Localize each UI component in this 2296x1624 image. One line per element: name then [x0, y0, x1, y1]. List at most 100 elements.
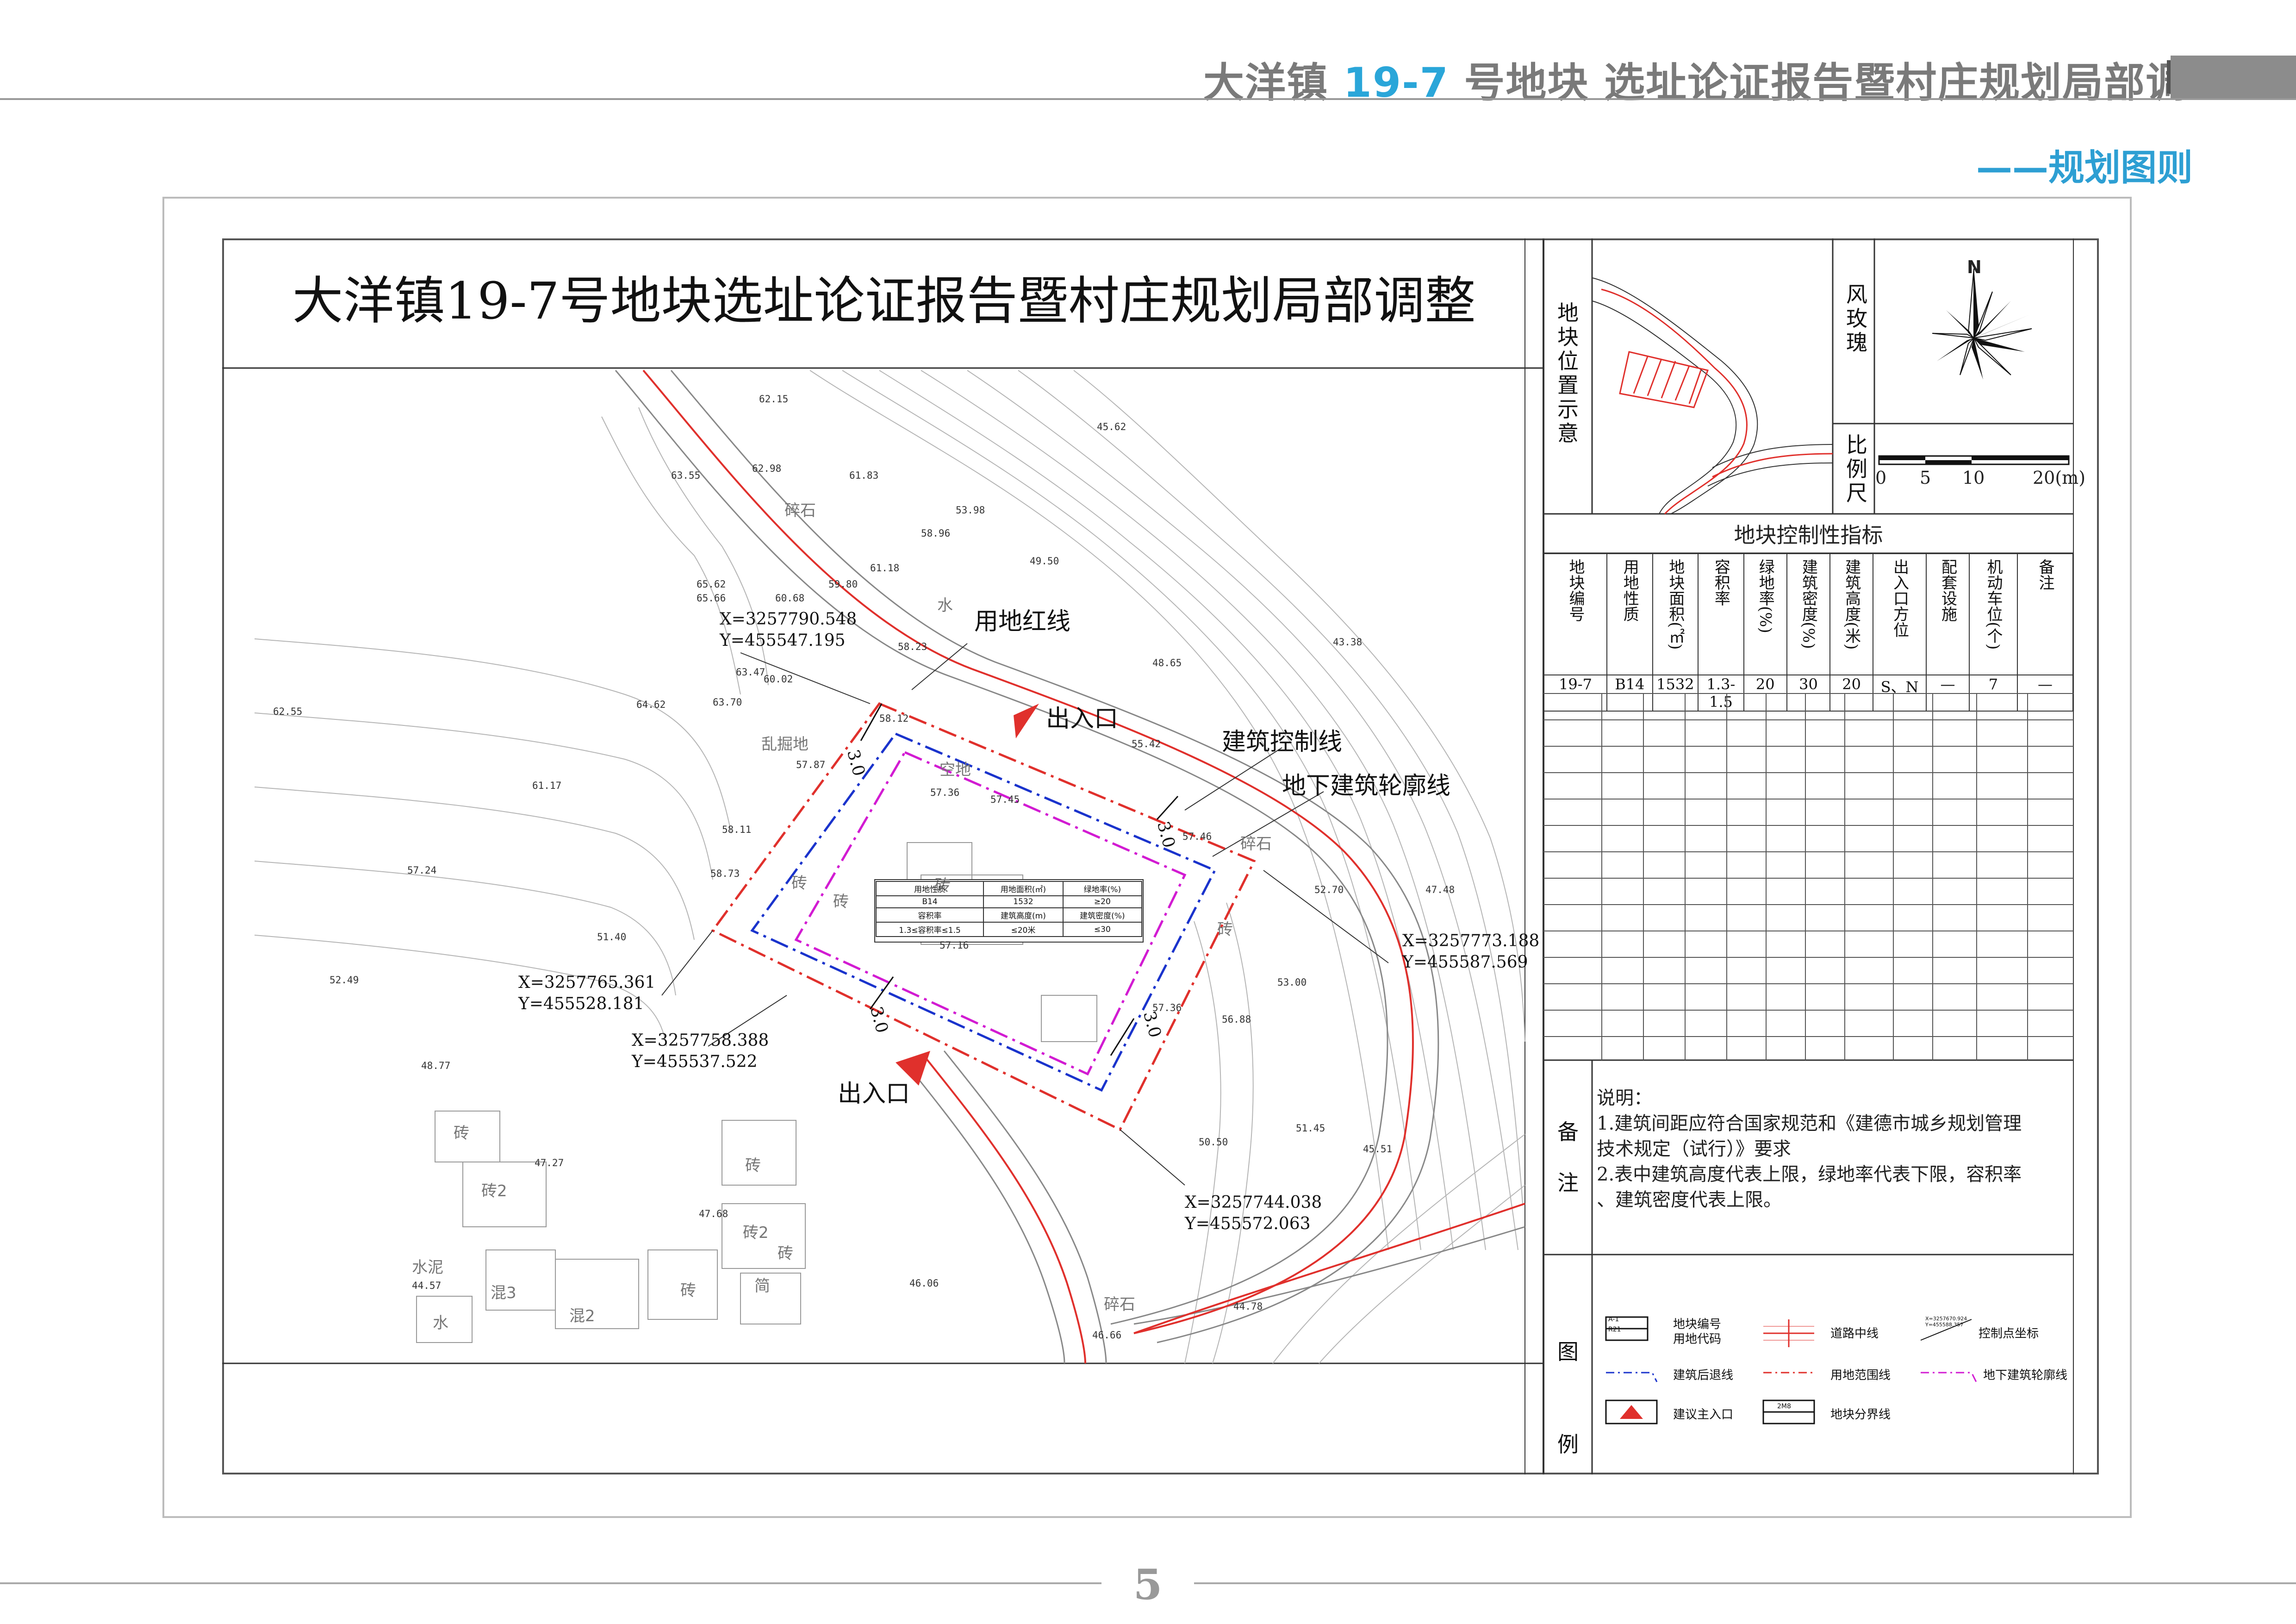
index-column-header: 机动车位(个) — [1969, 553, 2018, 675]
wind-rose — [1932, 268, 2032, 380]
terrain-label: 砖 — [778, 1244, 793, 1263]
index-column-header: 地块编号 — [1543, 553, 1608, 675]
contour-lines — [254, 370, 1525, 1364]
legend-control-point: 控制点坐标 — [1979, 1327, 2039, 1341]
elevation-point-label: 65.62 — [697, 579, 726, 590]
empty-row-line — [1543, 878, 2073, 879]
elevation-point-label: 55.42 — [1132, 738, 1161, 750]
header-accent-bar — [2171, 56, 2296, 98]
elevation-point-label: 62.98 — [752, 463, 782, 474]
label-entrance-top: 出入口 — [1046, 705, 1119, 733]
terrain-label: 碎石 — [1240, 835, 1272, 853]
notes-label: 备注 — [1557, 1119, 1579, 1195]
terrain-label: 砖 — [680, 1281, 696, 1300]
elevation-point-label: 64.62 — [636, 699, 666, 710]
empty-col-line — [1976, 693, 1977, 1060]
terrain-label: 碎石 — [784, 501, 816, 520]
elevation-point-label: 57.46 — [1182, 831, 1212, 842]
building-control-line — [750, 732, 1217, 1092]
legend-site-boundary: 用地范围线 — [1830, 1368, 1891, 1382]
panel-rules — [1543, 238, 2073, 1474]
label-red-line: 用地红线 — [974, 608, 1071, 636]
road-centerline — [642, 369, 1414, 1334]
elevation-point-label: 58.12 — [879, 713, 909, 724]
empty-col-line — [1643, 693, 1644, 1060]
empty-row-line — [1543, 983, 2073, 984]
sheet-outer-frame — [162, 197, 2132, 1518]
elevation-point-label: 57.45 — [990, 794, 1020, 805]
legend-divider-code: 2M8 — [1777, 1403, 1791, 1410]
elevation-point-label: 61.18 — [870, 562, 900, 574]
elevation-point-label: 45.62 — [1097, 421, 1126, 432]
scale-tick: 20(m) — [2033, 468, 2086, 488]
index-column-header: 建筑高度(米) — [1829, 553, 1874, 675]
entrance-marker-top — [1014, 704, 1039, 738]
empty-col-line — [1893, 693, 1894, 1060]
elevation-point-label: 57.24 — [407, 865, 437, 876]
elevation-point-label: 58.23 — [898, 641, 927, 652]
elevation-point-label: 57.36 — [1152, 1002, 1182, 1013]
section-subtitle: ——规划图则 — [1976, 147, 2193, 189]
terrain-label: 乱掘地 — [761, 735, 809, 754]
elevation-point-label: 47.48 — [1425, 884, 1455, 895]
legend-road-centerline: 道路中线 — [1830, 1327, 1879, 1341]
entrance-marker-bottom — [896, 1051, 930, 1086]
terrain-label: 砖2 — [743, 1224, 769, 1242]
label-build-control: 建筑控制线 — [1222, 728, 1343, 756]
empty-row-line — [1543, 772, 2073, 773]
legend-label: 图例 — [1557, 1339, 1579, 1457]
empty-row-line — [1543, 851, 2073, 852]
elevation-point-label: 50.50 — [1199, 1137, 1228, 1148]
scale-tick: 0 — [1875, 468, 1887, 488]
index-column-header: 容积率 — [1698, 553, 1744, 675]
elevation-point-label: 49.50 — [1030, 556, 1059, 567]
elevation-point-label: 45.51 — [1363, 1143, 1393, 1155]
empty-col-line — [2027, 693, 2028, 1060]
elevation-point-label: 61.17 — [532, 780, 562, 791]
scale-bar — [1878, 455, 2070, 465]
scale-tick: 5 — [1920, 468, 1931, 488]
empty-col-line — [1844, 693, 1845, 1060]
elevation-point-label: 46.06 — [909, 1278, 939, 1289]
empty-row-line — [1543, 1010, 2073, 1011]
elevation-point-label: 51.40 — [597, 931, 627, 943]
label-underground: 地下建筑轮廓线 — [1282, 772, 1451, 800]
index-column-header: 备注 — [2016, 553, 2074, 675]
elevation-point-label: 63.70 — [713, 697, 742, 708]
location-parcel-hatch — [1619, 351, 1709, 408]
wind-rose-label: 风玫瑰 — [1846, 282, 1867, 355]
elevation-point-label: 60.02 — [764, 674, 793, 685]
empty-row-line — [1543, 904, 2073, 905]
terrain-label: 砖 — [1217, 920, 1233, 939]
legend-parcel-code: 地块编号 用地代码 — [1673, 1318, 1722, 1346]
scale-label: 比例尺 — [1846, 432, 1867, 506]
terrain-label: 水 — [433, 1314, 448, 1332]
terrain-label: 简 — [754, 1277, 770, 1295]
underground-outline — [794, 750, 1187, 1076]
elevation-point-label: 44.57 — [412, 1280, 442, 1291]
terrain-label: 水 — [937, 596, 953, 615]
elevation-point-label: 62.15 — [759, 394, 789, 405]
legend-underground: 地下建筑轮廓线 — [1983, 1368, 2068, 1382]
elevation-point-label: 43.38 — [1333, 637, 1363, 648]
page-number: 5 — [1133, 1560, 1163, 1609]
road-edges — [615, 370, 1525, 1364]
elevation-point-label: 63.55 — [671, 470, 701, 481]
notes-text: 说明： 1.建筑间距应符合国家规范和《建德市城乡规划管理 技术规定（试行）》要求… — [1597, 1087, 2022, 1211]
elevation-point-label: 47.68 — [699, 1208, 728, 1219]
empty-row-line — [1543, 799, 2073, 800]
terrain-label: 空地 — [940, 761, 971, 779]
elevation-point-label: 44.78 — [1233, 1301, 1263, 1312]
elevation-point-label: 47.27 — [535, 1157, 564, 1168]
empty-row-line — [1543, 746, 2073, 747]
index-column-header: 出入口方位 — [1873, 553, 1927, 675]
elevation-point-label: 58.11 — [722, 824, 752, 835]
legend-setback-line: 建筑后退线 — [1673, 1368, 1734, 1382]
empty-col-line — [1726, 693, 1727, 1060]
terrain-label: 砖 — [833, 893, 849, 911]
elevation-point-label: 48.77 — [421, 1060, 451, 1071]
